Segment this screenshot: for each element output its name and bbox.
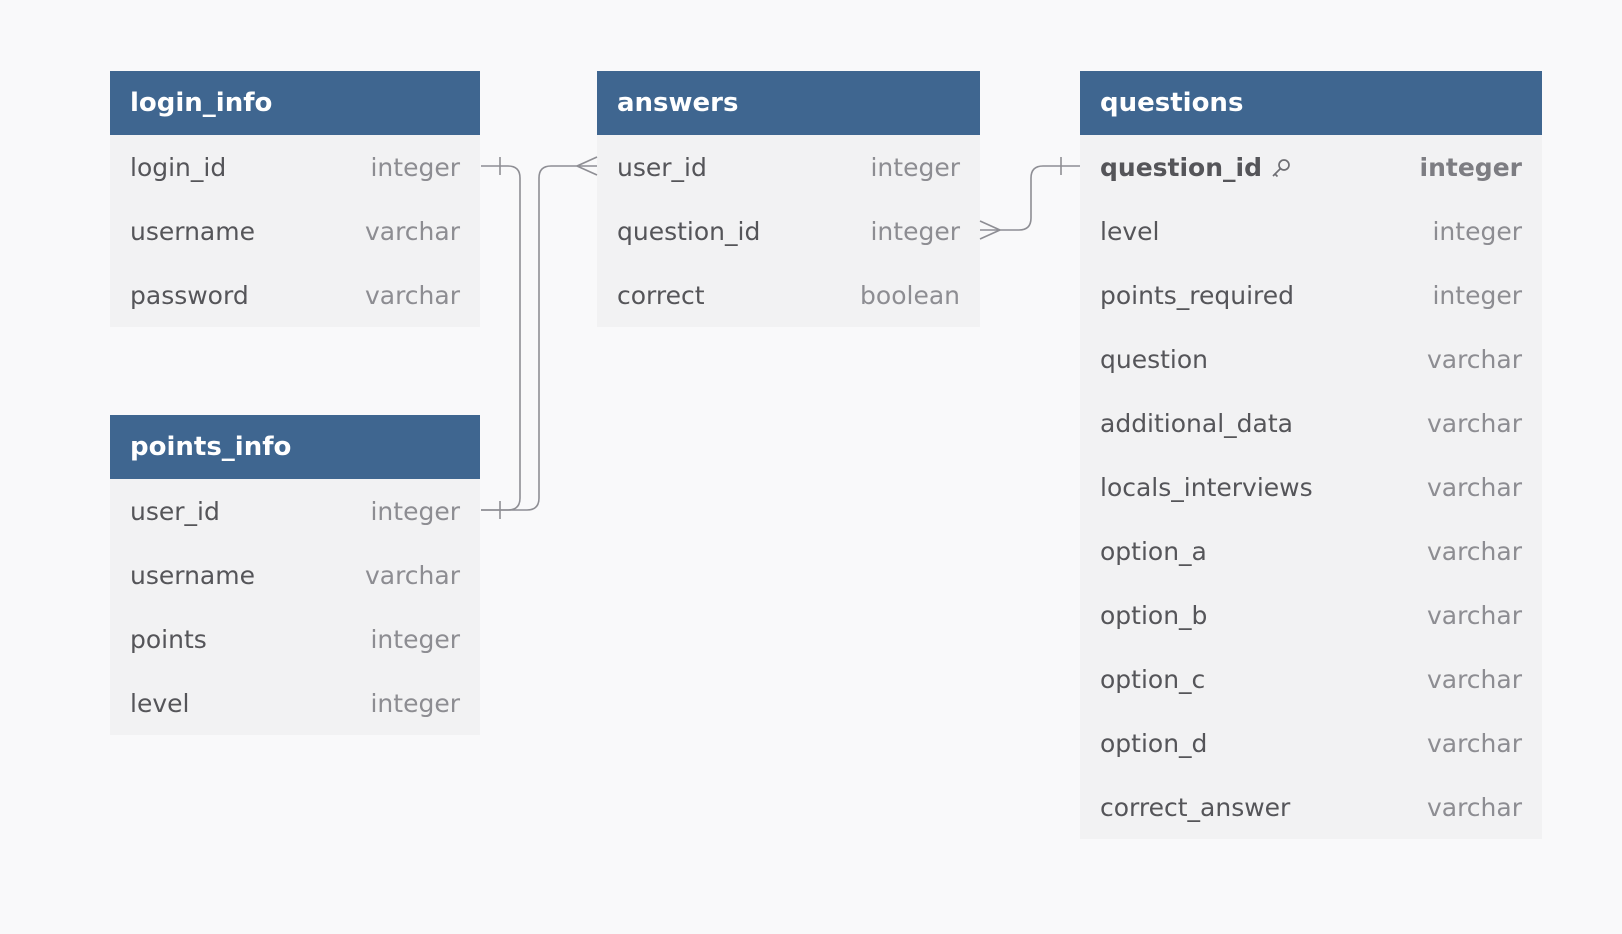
column-type: varchar [1426,664,1522,694]
column-type: varchar [1426,408,1522,438]
column-type: varchar [1426,728,1522,758]
column-type: integer [870,216,960,246]
table-row[interactable]: level integer [110,671,480,735]
column-type: integer [370,688,460,718]
table-row[interactable]: username varchar [110,199,480,263]
column-name: option_a [1100,536,1207,566]
column-name: option_b [1100,600,1208,630]
column-type: varchar [1426,536,1522,566]
table-answers[interactable]: answers user_id integer question_id inte… [597,71,980,327]
column-name: level [130,688,190,718]
table-row[interactable]: option_c varchar [1080,647,1542,711]
table-row[interactable]: option_a varchar [1080,519,1542,583]
column-name: question_id [617,216,761,246]
column-type: varchar [1426,792,1522,822]
column-type: integer [370,496,460,526]
table-row[interactable]: locals_interviews varchar [1080,455,1542,519]
column-name: correct [617,280,705,310]
column-name: user_id [617,152,707,182]
column-name: additional_data [1100,408,1293,438]
column-name: password [130,280,249,310]
column-type: integer [1432,280,1522,310]
table-row[interactable]: user_id integer [597,135,980,199]
table-row[interactable]: question varchar [1080,327,1542,391]
table-row[interactable]: option_d varchar [1080,711,1542,775]
column-type: varchar [1426,472,1522,502]
column-type: varchar [364,216,460,246]
table-row[interactable]: password varchar [110,263,480,327]
column-name: correct_answer [1100,792,1291,822]
table-row[interactable]: username varchar [110,543,480,607]
table-points-info[interactable]: points_info user_id integer username var… [110,415,480,735]
table-header[interactable]: questions [1080,71,1542,135]
relationship-login-to-points[interactable] [481,157,521,519]
table-header[interactable]: points_info [110,415,480,479]
table-header[interactable]: login_info [110,71,480,135]
relationship-questions-to-answers[interactable] [979,157,1080,240]
relationship-points-to-answers[interactable] [481,156,598,511]
column-name: points_required [1100,280,1295,310]
table-row[interactable]: points_required integer [1080,263,1542,327]
table-login-info[interactable]: login_info login_id integer username var… [110,71,480,327]
column-type: integer [1419,152,1522,182]
key-icon [1270,156,1292,178]
table-row[interactable]: question_id integer [597,199,980,263]
column-type: integer [1432,216,1522,246]
column-type: varchar [364,560,460,590]
column-name: points [130,624,207,654]
table-row[interactable]: option_b varchar [1080,583,1542,647]
column-type: boolean [860,280,960,310]
table-row[interactable]: login_id integer [110,135,480,199]
column-type: varchar [364,280,460,310]
column-name: locals_interviews [1100,472,1313,502]
table-row[interactable]: correct boolean [597,263,980,327]
column-name: user_id [130,496,220,526]
column-name: login_id [130,152,227,182]
column-name: option_c [1100,664,1206,694]
column-name: question [1100,344,1209,374]
column-name: level [1100,216,1160,246]
column-type: integer [370,152,460,182]
table-row[interactable]: user_id integer [110,479,480,543]
column-type: integer [370,624,460,654]
column-type: varchar [1426,344,1522,374]
column-type: integer [870,152,960,182]
table-row[interactable]: points integer [110,607,480,671]
table-row[interactable]: level integer [1080,199,1542,263]
column-name: username [130,560,255,590]
column-name-cell: question_id [1100,153,1292,182]
column-name: question_id [1100,152,1262,182]
table-questions[interactable]: questions question_id integer level inte… [1080,71,1542,839]
column-name: option_d [1100,728,1208,758]
column-name: username [130,216,255,246]
column-type: varchar [1426,600,1522,630]
table-row-primary-key[interactable]: question_id integer [1080,135,1542,199]
table-row[interactable]: correct_answer varchar [1080,775,1542,839]
table-header[interactable]: answers [597,71,980,135]
table-row[interactable]: additional_data varchar [1080,391,1542,455]
